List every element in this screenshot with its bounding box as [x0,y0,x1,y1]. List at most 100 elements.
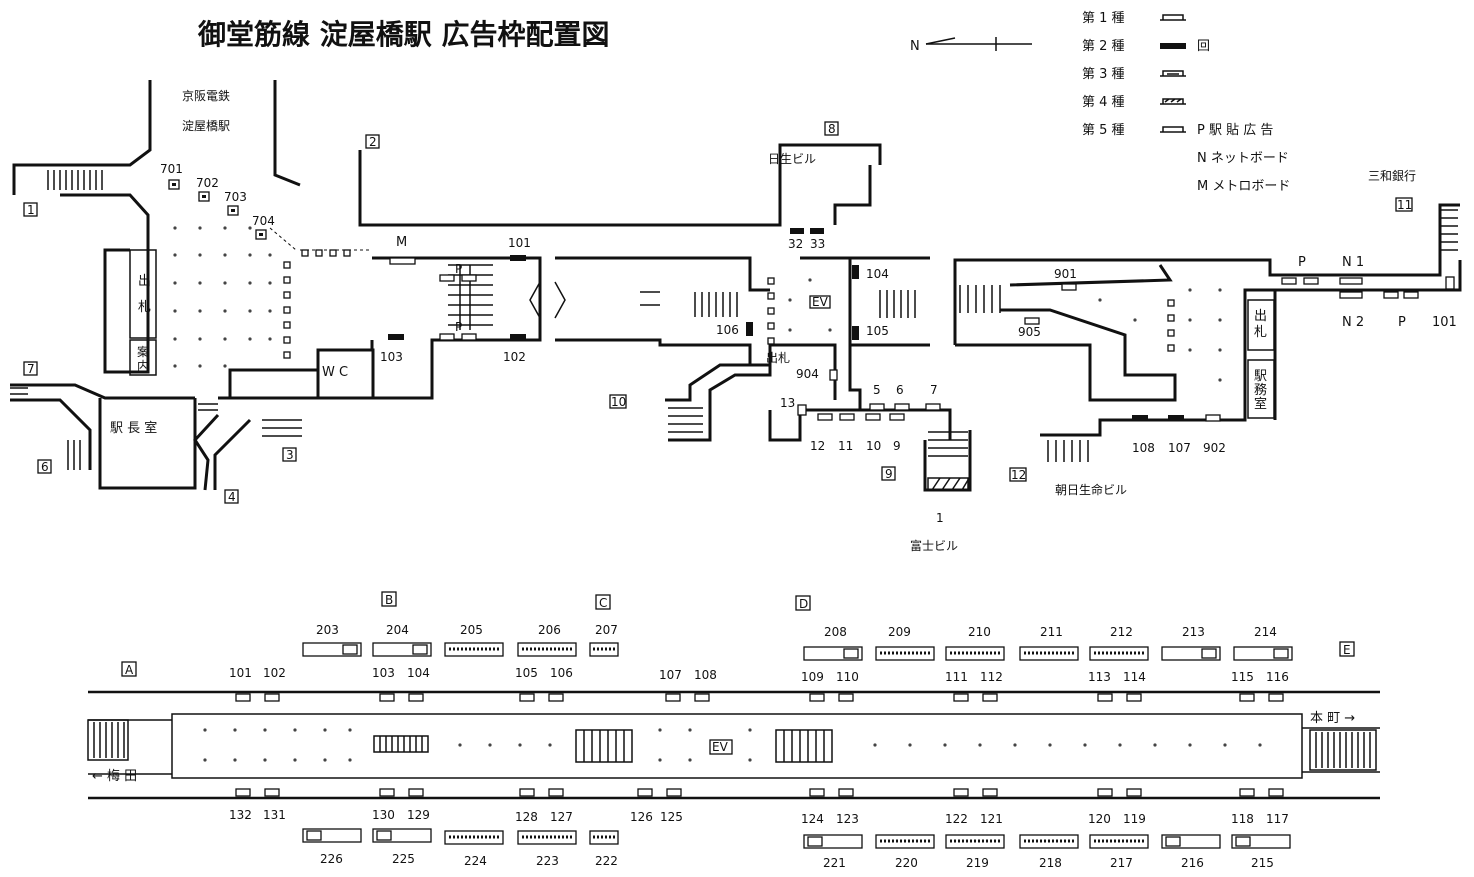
label-905: 905 [1018,325,1041,339]
keihan-station-label: 淀屋橋駅 [182,119,230,133]
frame-101: 101 [229,666,252,680]
label-902: 902 [1203,441,1226,455]
frame-105: 105 [515,666,538,680]
label-704: 704 [252,214,275,228]
board-209: 209 [888,625,911,639]
label-101-upper: 101 [508,236,531,250]
board-204: 204 [386,623,409,637]
map-title: 御堂筋線 淀屋橋駅 広告枠配置図 [197,18,610,51]
label-5: 5 [873,383,881,397]
label-32: 32 [788,237,803,251]
board-221: 221 [823,856,846,870]
label-n2: N 2 [1342,315,1364,330]
section-e: E [1343,643,1351,657]
label-6: 6 [896,383,904,397]
frame-132: 132 [229,808,252,822]
to-honmachi-label: 本 町 → [1310,711,1355,726]
frame-115: 115 [1231,670,1254,684]
exit-9: 9 [885,467,893,481]
board-203: 203 [316,623,339,637]
stairs-group [10,170,1458,491]
rooms [129,249,1275,419]
label-7: 7 [930,383,938,397]
frame-117: 117 [1266,812,1289,826]
frame-120: 120 [1088,812,1111,826]
platform-dots [203,728,1262,762]
frame-119: 119 [1123,812,1146,826]
exit-10: 10 [611,395,626,409]
legend: 第 1 種 第 2 種 回 第 3 種 第 4 種 第 5 種 P 駅 貼 広 … [1082,10,1290,194]
to-umeda-label: ← 梅 田 [92,769,137,784]
north-label: N [910,39,920,54]
north-arrow-icon: N [910,37,1032,54]
upper-board-frames [302,642,1293,661]
exit-12: 12 [1011,468,1026,482]
label-p-3: P [1298,255,1306,270]
board-210: 210 [968,625,991,639]
frame-106: 106 [550,666,573,680]
frame-118: 118 [1231,812,1254,826]
frame-127: 127 [550,810,573,824]
legend-type-2: 第 2 種 [1082,38,1125,54]
frame-102: 102 [263,666,286,680]
board-206: 206 [538,623,561,637]
frame-114: 114 [1123,670,1146,684]
frame-112: 112 [980,670,1003,684]
exit-6: 6 [41,460,49,474]
board-211: 211 [1040,625,1063,639]
label-1: 1 [936,511,944,525]
label-901: 901 [1054,267,1077,281]
exit-4: 4 [228,490,236,504]
label-106: 106 [716,323,739,337]
exit-3: 3 [286,448,294,462]
station-office: 駅務室 [1254,369,1267,412]
board-225: 225 [392,852,415,866]
exit-7: 7 [27,362,35,376]
frame-107: 107 [659,668,682,682]
frame-111: 111 [945,670,968,684]
lower-board-frames [302,828,1291,849]
label-p-1: P [455,262,462,276]
upper-ad-frames [168,179,1455,422]
exit-8: 8 [828,122,836,136]
section-a: A [125,663,134,677]
asahi-building-label: 朝日生命ビル [1055,482,1127,497]
label-703: 703 [224,190,247,204]
label-p-2: P [455,320,462,334]
frame-131: 131 [263,808,286,822]
frame-124: 124 [801,812,824,826]
frame-130: 130 [372,808,395,822]
board-224: 224 [464,854,487,868]
frame-121: 121 [980,812,1003,826]
frame-128: 128 [515,810,538,824]
board-222: 222 [595,854,618,868]
type1-symbol-icon [1160,14,1186,21]
label-103-upper: 103 [380,350,403,364]
legend-type-5: 第 5 種 [1082,122,1125,138]
frame-113: 113 [1088,670,1111,684]
frame-129: 129 [407,808,430,822]
board-219: 219 [966,856,989,870]
label-n1: N 1 [1342,255,1364,270]
label-10: 10 [866,439,881,453]
legend-metroboard: M メトロボード [1197,179,1290,194]
ticket-office-3: 出札 [1254,309,1267,340]
frame-122: 122 [945,812,968,826]
frame-126: 126 [630,810,653,824]
type2-symbol-icon [1160,43,1186,49]
board-218: 218 [1039,856,1062,870]
frame-103: 103 [372,666,395,680]
label-105: 105 [866,324,889,338]
nissei-building-label: 日生ビル [768,152,816,166]
board-226: 226 [320,852,343,866]
board-212: 212 [1110,625,1133,639]
section-d: D [799,597,808,611]
elevator-upper: EV [812,295,829,309]
wc-room: W C [322,365,348,380]
sanwa-bank-label: 三和銀行 [1368,169,1416,183]
board-223: 223 [536,854,559,868]
info-desk: 案内 [137,344,149,373]
ticket-office-2: 出札 [766,351,790,365]
exit-markers: 1 2 3 4 6 7 8 9 10 11 12 [23,121,1413,504]
